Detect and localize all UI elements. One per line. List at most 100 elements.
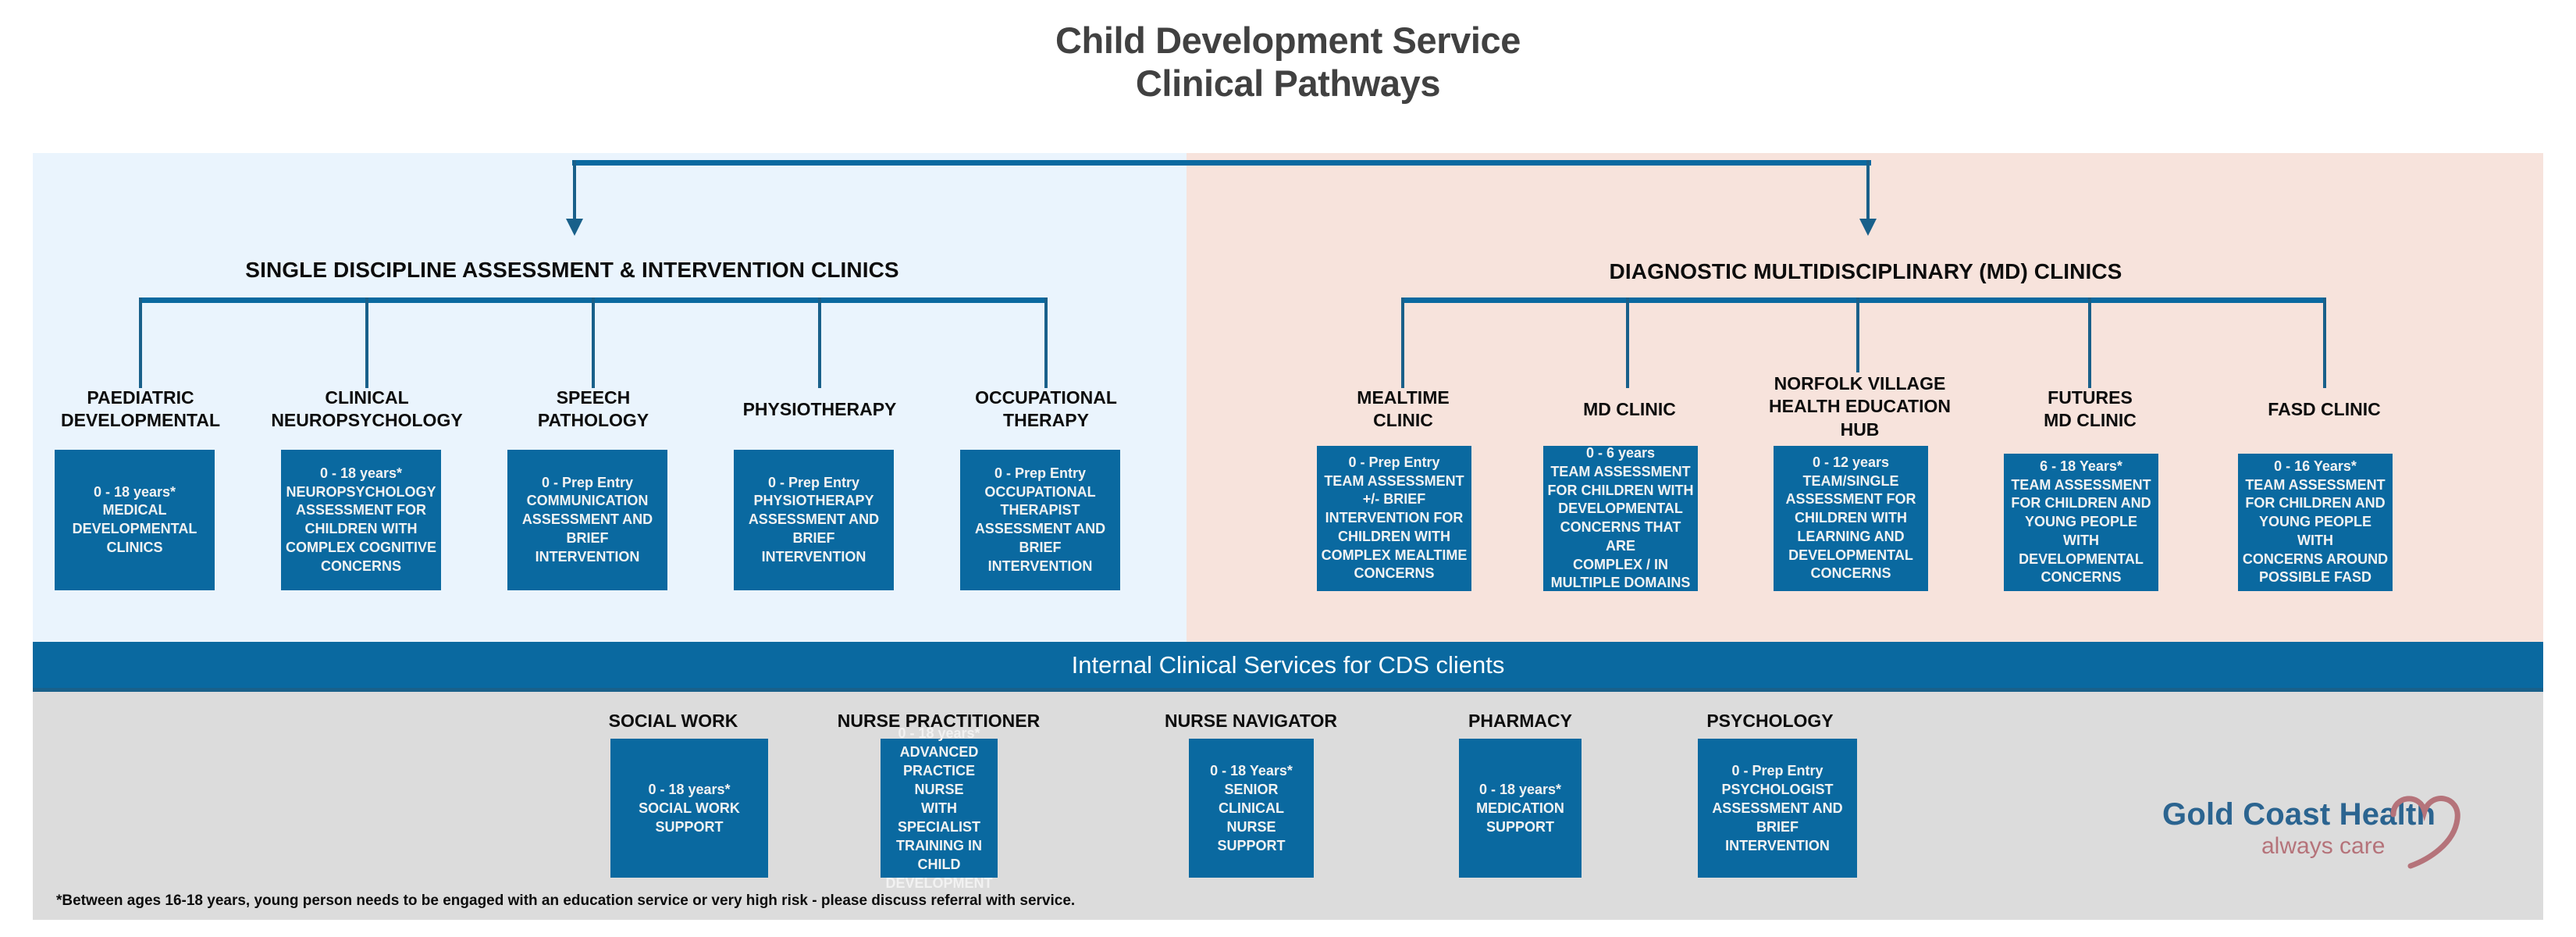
clinic-label-line: PHYSIOTHERAPY [742,399,897,419]
left-branch-stem-5 [1044,297,1048,388]
left-branch-stem-3 [592,297,595,388]
clinic-label-line: CLINIC [1373,410,1433,431]
clinic-speech-pathology[interactable]: SPEECH PATHOLOGY 0 - Prep Entry COMMUNIC… [484,387,703,597]
service-desc-line: SOCIAL WORK [639,800,740,816]
clinic-desc-line: INTERVENTION [761,548,866,565]
clinic-desc-line: CONCERNS AROUND [2242,550,2389,567]
clinic-label-line: MEALTIME [1357,387,1450,408]
clinic-detail-box[interactable]: 0 - 18 years* NEUROPSYCHOLOGY ASSESSMENT… [281,450,441,590]
service-desc-line: TRAINING IN CHILD [896,838,982,873]
clinic-label-line: SPEECH [556,387,631,408]
service-age-range: 0 - 18 Years* [1210,762,1293,778]
internal-services-banner-text: Internal Clinical Services for CDS clien… [1071,650,1505,679]
clinic-detail-box[interactable]: 0 - 12 years TEAM/SINGLE ASSESSMENT FOR … [1774,446,1928,591]
top-connector-bar [572,160,1871,166]
right-branch-stem-1 [1401,297,1404,388]
clinic-desc-line: BRIEF [566,529,609,546]
left-branch-stem-1 [139,297,142,388]
clinic-desc-line: COMPLEX MEALTIME [1321,547,1468,563]
clinic-detail-box[interactable]: 0 - Prep Entry COMMUNICATION ASSESSMENT … [507,450,667,590]
clinic-desc-line: INTERVENTION [987,558,1093,574]
clinic-desc-line: YOUNG PEOPLE WITH [2024,514,2138,548]
right-section-heading: DIAGNOSTIC MULTIDISCIPLINARY (MD) CLINIC… [1609,259,2122,283]
service-desc-line: PSYCHOLOGIST [1721,781,1834,797]
service-nurse-practitioner[interactable]: NURSE PRACTITIONER 0 - 18 years* ADVANCE… [837,711,1041,891]
clinic-paediatric-developmental[interactable]: PAEDIATRIC DEVELOPMENTAL 0 - 18 years* M… [31,387,250,597]
clinic-age-range: 0 - 16 Years* [2274,458,2357,474]
clinic-desc-line: TEAM ASSESSMENT [1550,463,1691,479]
service-age-range: 0 - 18 years* [1478,781,1562,797]
clinic-detail-box[interactable]: 0 - 6 years TEAM ASSESSMENT FOR CHILDREN… [1543,445,1698,591]
service-detail-box[interactable]: 0 - 18 Years* SENIOR CLINICAL NURSE SUPP… [1189,739,1314,878]
page-title-line-2: Clinical Pathways [1135,62,1441,105]
clinic-desc-line: BRIEF [792,529,835,546]
clinic-desc-line: CLINICS [106,539,163,555]
clinic-detail-box[interactable]: 0 - Prep Entry PHYSIOTHERAPY ASSESSMENT … [734,450,894,590]
clinic-desc-line: ASSESSMENT FOR [295,502,427,518]
right-branch-stem-3 [1856,297,1859,372]
clinic-label-line: DEVELOPMENTAL [60,410,221,431]
clinic-label: FUTURES MD CLINIC [2044,387,2137,433]
clinic-label-line: HEALTH EDUCATION [1769,396,1951,417]
service-desc-line: SENIOR CLINICAL [1219,781,1284,816]
service-detail-box[interactable]: 0 - 18 years* MEDICATION SUPPORT [1459,739,1582,878]
clinic-label: CLINICAL NEUROPSYCHOLOGY [271,387,462,433]
clinic-desc-line: ASSESSMENT AND [748,511,880,528]
clinic-desc-line: CHILDREN WITH [1795,510,1907,526]
clinic-age-range: 6 - 18 Years* [2040,458,2122,474]
service-psychology[interactable]: PSYCHOLOGY 0 - Prep Entry PSYCHOLOGIST A… [1690,711,1857,878]
clinic-physiotherapy[interactable]: PHYSIOTHERAPY 0 - Prep Entry PHYSIOTHERA… [710,387,929,597]
clinic-label-line: CLINICAL [325,387,409,408]
internal-services-banner: Internal Clinical Services for CDS clien… [33,642,2543,692]
right-branch-stem-4 [2088,297,2091,388]
clinic-clinical-neuropsychology[interactable]: CLINICAL NEUROPSYCHOLOGY 0 - 18 years* N… [258,387,476,597]
service-detail-box[interactable]: 0 - 18 years* SOCIAL WORK SUPPORT [610,739,768,878]
page-title-line-1: Child Development Service [1055,20,1521,61]
clinic-detail-box[interactable]: 0 - Prep Entry OCCUPATIONAL THERAPIST AS… [960,450,1120,590]
service-age-range: 0 - 18 years* [648,781,731,797]
clinic-detail-box[interactable]: 0 - Prep Entry TEAM ASSESSMENT +/- BRIEF… [1317,446,1471,591]
clinic-futures-md[interactable]: FUTURES MD CLINIC 6 - 18 Years* TEAM ASS… [1979,387,2201,601]
service-label: NURSE NAVIGATOR [1164,711,1338,731]
clinic-md[interactable]: MD CLINIC 0 - 6 years TEAM ASSESSMENT FO… [1518,387,1741,601]
logo-tagline: always care [2261,833,2386,859]
clinic-desc-line: DEVELOPMENTAL [2019,550,2144,567]
service-label: NURSE PRACTITIONER [837,711,1041,731]
top-connector-right-stem [1866,160,1870,221]
clinic-desc-line: TEAM/SINGLE [1802,472,1899,489]
clinic-mealtime[interactable]: MEALTIME CLINIC 0 - Prep Entry TEAM ASSE… [1292,387,1514,601]
clinic-norfolk-village-health-education-hub[interactable]: NORFOLK VILLAGE HEALTH EDUCATION HUB 0 -… [1749,372,1971,601]
clinic-desc-line: DEVELOPMENTAL [72,521,197,536]
service-nurse-navigator[interactable]: NURSE NAVIGATOR 0 - 18 Years* SENIOR CLI… [1163,711,1339,878]
clinic-label: OCCUPATIONAL THERAPY [975,387,1117,433]
service-detail-box[interactable]: 0 - 18 years* ADVANCED PRACTICE NURSE WI… [881,725,998,891]
clinic-label: PAEDIATRIC DEVELOPMENTAL [61,387,220,433]
clinic-desc-line: YOUNG PEOPLE WITH [2258,514,2372,548]
clinic-age-range: 0 - 6 years [1585,445,1656,461]
clinic-detail-box[interactable]: 0 - 16 Years* TEAM ASSESSMENT FOR CHILDR… [2238,454,2393,591]
clinic-desc-line: INTERVENTION FOR [1325,510,1464,526]
left-branch-stem-4 [818,297,821,388]
service-label: PHARMACY [1468,711,1572,731]
clinic-desc-line: LEARNING AND [1797,528,1905,544]
gold-coast-health-logo: Gold Coast Health always care [2162,793,2475,871]
service-detail-box[interactable]: 0 - Prep Entry PSYCHOLOGIST ASSESSMENT A… [1698,739,1857,878]
service-social-work[interactable]: SOCIAL WORK 0 - 18 years* SOCIAL WORK SU… [593,711,768,878]
service-pharmacy[interactable]: PHARMACY 0 - 18 years* MEDICATION SUPPOR… [1440,711,1600,878]
top-connector-right-arrowhead [1859,219,1877,236]
clinic-label-line: FASD CLINIC [2268,399,2381,419]
right-branch-stem-5 [2323,297,2326,388]
clinic-label-line: HUB [1840,419,1880,440]
clinic-occupational-therapy[interactable]: OCCUPATIONAL THERAPY 0 - Prep Entry OCCU… [937,387,1155,597]
service-desc-line: ADVANCED [899,743,979,760]
clinic-detail-box[interactable]: 0 - 18 years* MEDICAL DEVELOPMENTAL CLIN… [55,450,215,590]
clinic-label-line: MD CLINIC [2044,410,2137,431]
clinic-fasd[interactable]: FASD CLINIC 0 - 16 Years* TEAM ASSESSMEN… [2213,387,2435,601]
clinic-desc-line: ASSESSMENT AND [974,521,1106,536]
clinic-age-range: 0 - Prep Entry [994,465,1087,481]
clinic-desc-line: ASSESSMENT AND [521,511,653,528]
clinic-detail-box[interactable]: 6 - 18 Years* TEAM ASSESSMENT FOR CHILDR… [2004,454,2158,591]
service-age-range: 0 - 18 years* [898,725,980,741]
clinic-age-range: 0 - 18 years* [93,483,176,500]
